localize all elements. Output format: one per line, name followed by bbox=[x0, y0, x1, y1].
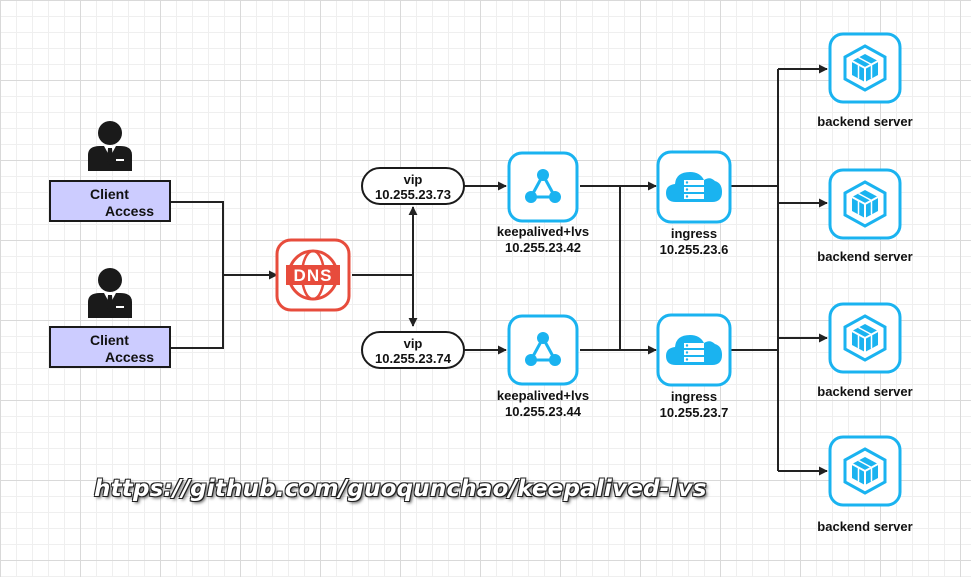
lvs-name: keepalived+lvs bbox=[496, 388, 590, 403]
ingress-cloud-icon bbox=[656, 150, 732, 224]
lvs-name: keepalived+lvs bbox=[496, 224, 590, 239]
vip-node: vip 10.255.23.74 bbox=[361, 331, 465, 369]
client-label-line1: Client bbox=[90, 186, 129, 202]
backend-cube-icon bbox=[828, 168, 902, 240]
ingress-ip: 10.255.23.7 bbox=[659, 405, 729, 420]
client-label-line1: Client bbox=[90, 332, 129, 348]
lvs-caption: keepalived+lvs 10.255.23.42 bbox=[483, 224, 603, 256]
ingress-caption: ingress 10.255.23.6 bbox=[634, 226, 754, 258]
person-icon bbox=[88, 268, 132, 318]
dns-icon: DNS bbox=[275, 238, 351, 312]
connectors bbox=[171, 64, 828, 476]
backend-caption: backend server bbox=[817, 114, 913, 129]
ingress-ip: 10.255.23.6 bbox=[659, 242, 729, 257]
person-icon bbox=[88, 121, 132, 171]
vip-label: vip bbox=[403, 336, 423, 351]
lvs-caption: keepalived+lvs 10.255.23.44 bbox=[483, 388, 603, 420]
client-access-box: Client Access bbox=[49, 180, 171, 222]
vip-ip: 10.255.23.74 bbox=[375, 351, 451, 366]
lvs-ip: 10.255.23.44 bbox=[505, 404, 581, 419]
ingress-caption: ingress 10.255.23.7 bbox=[634, 389, 754, 421]
vip-node: vip 10.255.23.73 bbox=[361, 167, 465, 205]
client-label-line2: Access bbox=[105, 349, 155, 365]
lvs-ip: 10.255.23.42 bbox=[505, 240, 581, 255]
ingress-cloud-icon bbox=[656, 313, 732, 387]
vip-label: vip bbox=[403, 172, 423, 187]
svg-text:DNS: DNS bbox=[294, 266, 333, 285]
backend-cube-icon bbox=[828, 435, 902, 507]
backend-caption: backend server bbox=[817, 384, 913, 399]
client-label-line2: Access bbox=[105, 203, 155, 219]
ingress-name: ingress bbox=[670, 226, 718, 241]
keepalived-lvs-icon bbox=[507, 314, 579, 386]
backend-caption: backend server bbox=[817, 249, 913, 264]
connector-client1-dns bbox=[171, 201, 278, 280]
ingress-name: ingress bbox=[670, 389, 718, 404]
backend-caption: backend server bbox=[817, 519, 913, 534]
backend-cube-icon bbox=[828, 32, 902, 104]
client-access-box: Client Access bbox=[49, 326, 171, 368]
keepalived-lvs-icon bbox=[507, 151, 579, 223]
vip-ip: 10.255.23.73 bbox=[375, 187, 451, 202]
github-url-watermark: https://github.com/guoqunchao/keepalived… bbox=[94, 476, 707, 502]
backend-cube-icon bbox=[828, 302, 902, 374]
connector-client2-dns bbox=[171, 275, 224, 349]
